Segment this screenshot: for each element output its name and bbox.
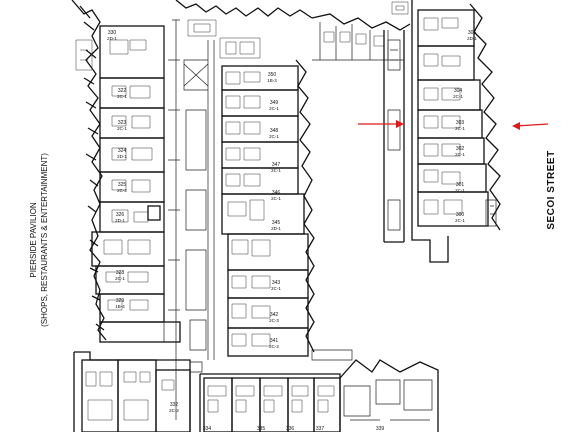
bottom-wing [73, 349, 439, 432]
unit-323-number: 323 [118, 120, 127, 126]
unit-330-type: 2D-1 [107, 36, 117, 41]
unit-306-number: 306 [468, 30, 477, 36]
unit-300-type: 2C-1 [455, 218, 465, 223]
unit-343-number: 343 [272, 280, 281, 286]
left-wing [71, 0, 181, 420]
unit-347-type: 2C-1 [271, 168, 281, 173]
street-name: SECOI STREET [546, 150, 557, 229]
unit-337-number: 337 [316, 426, 325, 432]
unit-328-number: 328 [116, 270, 125, 276]
unit-322-number: 322 [118, 88, 127, 94]
unit-326-number: 326 [116, 212, 125, 218]
unit-341-type: 2C-2 [269, 344, 279, 349]
unit-301-number: 301 [456, 182, 465, 188]
pavilion-label: PIERSIDE PAVILION (SHOPS, RESTAURANTS & … [29, 153, 49, 327]
unit-350-number: 350 [268, 72, 277, 78]
unit-330-number: 330 [108, 30, 117, 36]
unit-334-number: 334 [203, 426, 212, 432]
unit-304-number: 304 [454, 88, 463, 94]
unit-325-number: 325 [118, 182, 127, 188]
unit-343-type: 2C-1 [271, 286, 281, 291]
unit-302-type: 2C-1 [455, 152, 465, 157]
right-wing [383, 0, 501, 263]
top-connector [311, 13, 411, 61]
unit-349-number: 349 [270, 100, 279, 106]
unit-342-type: 2C-3 [269, 318, 279, 323]
unit-303-number: 303 [456, 120, 465, 126]
unit-332-number: 332 [170, 402, 179, 408]
unit-304-type: 2C-1 [453, 94, 463, 99]
pavilion-subtitle: (SHOPS, RESTAURANTS & ENTERTAINMENT) [40, 153, 49, 327]
unit-329-number: 329 [116, 298, 125, 304]
unit-328-type: 2C-1 [115, 276, 125, 281]
unit-324-number: 324 [118, 148, 127, 154]
unit-302-number: 302 [456, 146, 465, 152]
unit-339-number: 339 [376, 426, 385, 432]
unit-322-type: 2C-1 [117, 94, 127, 99]
unit-326-type: 2D-1 [115, 218, 125, 223]
unit-303-type: 2C-1 [455, 126, 465, 131]
unit-346-number: 346 [272, 190, 281, 196]
unit-323-type: 2C-1 [117, 126, 127, 131]
pavilion-title: PIERSIDE PAVILION [29, 202, 38, 278]
unit-347-number: 347 [272, 162, 281, 168]
unit-306-type: 2D-1 [467, 36, 477, 41]
unit-324-type: 2D-1 [117, 154, 127, 159]
unit-341-number: 341 [270, 338, 279, 344]
unit-301-type: 2C-1 [455, 188, 465, 193]
street-label: SECOI STREET [546, 150, 557, 229]
unit-332-type: 2C-2 [169, 408, 179, 413]
unit-348-type: 2C-1 [269, 134, 279, 139]
unit-350-type: 1B-3 [267, 78, 277, 83]
unit-349-type: 2C-1 [269, 106, 279, 111]
center-wing [175, 0, 315, 360]
left-red-arrow [358, 120, 404, 128]
unit-345-type: 2D-1 [271, 226, 281, 231]
unit-329-type: 1B-4 [115, 304, 125, 309]
unit-346-type: 2C-1 [271, 196, 281, 201]
unit-336-number: 336 [286, 426, 295, 432]
unit-labels: 330 2D-1 322 2C-1 323 2C-1 324 2D-1 325 … [107, 30, 477, 432]
unit-300-number: 300 [456, 212, 465, 218]
unit-325-type: 2C-2 [117, 188, 127, 193]
unit-335-number: 335 [257, 426, 266, 432]
unit-345-number: 345 [272, 220, 281, 226]
right-red-arrow [512, 122, 549, 130]
unit-348-number: 348 [270, 128, 279, 134]
unit-342-number: 342 [270, 312, 279, 318]
